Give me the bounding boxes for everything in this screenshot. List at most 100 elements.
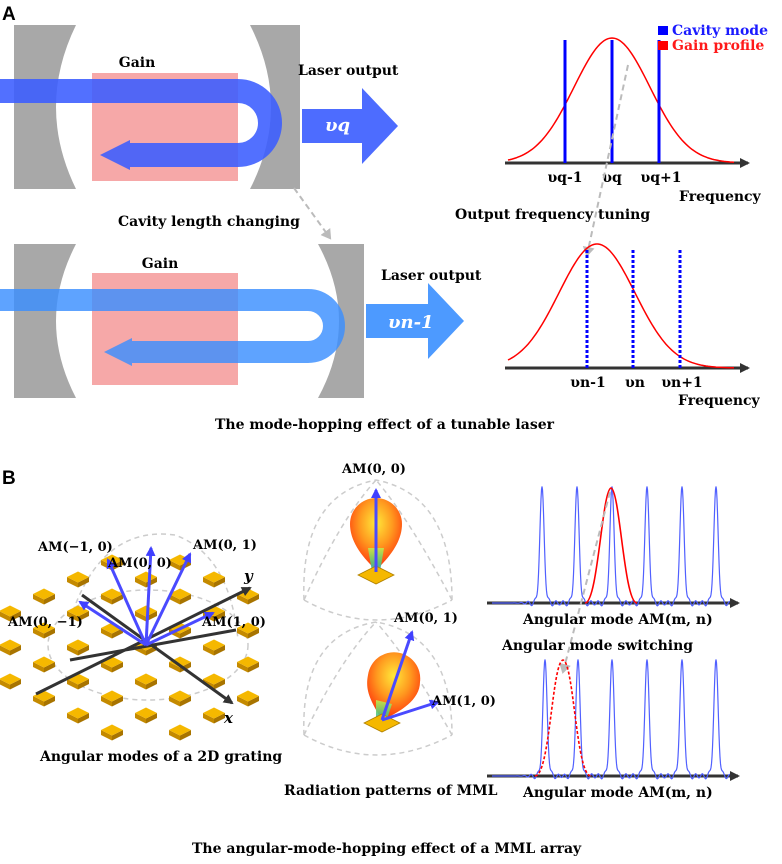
grating-axis-x: x — [223, 709, 234, 727]
grating-pad — [10, 611, 21, 622]
grating-pad — [112, 730, 123, 741]
left-mirror-bottom — [14, 244, 76, 398]
rad-top-pad — [357, 565, 395, 585]
grating-pad — [146, 679, 157, 690]
grating-pad — [248, 628, 259, 639]
grating-pad — [169, 696, 180, 707]
grating-pad — [237, 594, 248, 605]
grating-pad — [169, 560, 180, 571]
beam-top-return-head — [100, 140, 130, 170]
grating-dashed-arc — [69, 533, 239, 641]
legend-cavity-mode: Cavity mode — [672, 23, 768, 39]
grating-pad — [67, 639, 89, 651]
grating-pad — [169, 662, 180, 673]
grating-pad — [101, 690, 123, 702]
grating-pad — [78, 713, 89, 724]
grating-caption: Angular modes of a 2D grating — [39, 749, 282, 765]
bottom-cavity: Gain Laser output υn-1 — [0, 244, 482, 398]
gain-label-bottom: Gain — [142, 256, 179, 272]
grating-pad — [112, 696, 123, 707]
label-am-00: AM(0, 0) — [107, 556, 172, 571]
grating-pad — [101, 662, 112, 673]
grating-2d: AM(−1, 0) AM(0, 0) AM(0, 1) AM(0, −1) AM… — [0, 533, 282, 765]
output-symbol-top: υq — [325, 115, 350, 136]
grating-pad — [33, 622, 55, 634]
grating-pad — [0, 639, 21, 651]
grating-x-axis — [81, 593, 234, 705]
axis-label-frequency-bottom: Frequency — [678, 393, 761, 409]
cavity-change-caption: Cavity length changing — [118, 214, 300, 230]
rad-bottom-label-01: AM(0, 1) — [393, 611, 458, 626]
grating-pad — [0, 645, 10, 656]
mode-arrow-am-10 — [145, 611, 215, 647]
grating-pad — [10, 679, 21, 690]
grating-pad — [203, 713, 214, 724]
angular-top-modes — [492, 486, 731, 607]
mode-arrow-am-01 — [144, 552, 192, 646]
panel-b-label: B — [2, 468, 16, 489]
output-symbol-bottom: υn-1 — [388, 312, 434, 333]
angular-bottom-axis-label: Angular mode AM(m, n) — [522, 785, 713, 801]
grating-pad — [203, 673, 225, 685]
tick-label-q+1: υq+1 — [641, 170, 682, 186]
legend-gain-profile: Gain profile — [672, 38, 764, 54]
angular-top-axis-label: Angular mode AM(m, n) — [522, 612, 713, 628]
grating-pad — [146, 713, 157, 724]
grating-pad — [78, 679, 89, 690]
grating-pad — [33, 656, 55, 668]
grating-pad — [101, 724, 123, 736]
tick-label-q: υq — [602, 170, 622, 186]
output-label-bottom: Laser output — [381, 268, 482, 284]
grating-pad — [203, 707, 225, 719]
grating-pad — [214, 713, 225, 724]
grating-pad — [0, 605, 21, 617]
grating-pad — [180, 696, 191, 707]
tick-label-q-1: υq-1 — [547, 170, 582, 186]
beam-bottom-return-head — [104, 338, 132, 366]
grating-pad — [112, 594, 123, 605]
angular-spectrum-bottom: Angular mode AM(m, n) — [487, 659, 740, 801]
top-cavity: Gain Laser output υq — [0, 25, 399, 189]
grating-pad — [101, 696, 112, 707]
rad-bottom-arrow-10 — [381, 699, 440, 722]
grating-pad — [237, 696, 248, 707]
grating-pad — [33, 588, 55, 600]
mode-arrow-am-00 — [144, 546, 156, 646]
grating-pad — [214, 679, 225, 690]
label-am-01: AM(0, 1) — [192, 538, 257, 553]
grating-pad — [135, 679, 146, 690]
mode-arrow-am-0m1 — [78, 600, 147, 647]
rad-bottom-label-10: AM(1, 0) — [431, 694, 496, 709]
rad-top-base-arc — [303, 599, 453, 621]
grating-pad — [44, 662, 55, 673]
gain-label-top: Gain — [119, 55, 156, 71]
grating-pad — [78, 577, 89, 588]
grating-pad — [112, 628, 123, 639]
grating-pad — [169, 628, 180, 639]
rad-bottom-arc-1 — [303, 621, 377, 736]
grating-pad — [44, 628, 55, 639]
mode-arrow-am-10m — [106, 558, 148, 646]
grating-pad — [67, 611, 78, 622]
angular-switch-caption: Angular mode switching — [501, 638, 693, 654]
grating-pad — [180, 662, 191, 673]
grating-pad — [78, 645, 89, 656]
grating-pad — [135, 605, 157, 617]
grating-pad — [67, 679, 78, 690]
grating-pad — [44, 594, 55, 605]
grating-pad — [67, 577, 78, 588]
panel-a-label: A — [2, 4, 16, 25]
grating-pad — [169, 690, 191, 702]
grating-pad — [67, 571, 89, 583]
angular-bottom-modes — [492, 659, 731, 780]
grating-pad — [237, 662, 248, 673]
grating-pad — [101, 628, 112, 639]
grating-pad — [135, 571, 157, 583]
rad-top-arc-2 — [375, 479, 453, 601]
grating-pad — [78, 611, 89, 622]
grating-pad — [44, 696, 55, 707]
grating-pad — [237, 690, 259, 702]
panel-a-caption: The mode-hopping effect of a tunable las… — [215, 417, 555, 433]
output-arrow-top — [302, 88, 398, 164]
grating-z-axis-1 — [69, 628, 237, 662]
